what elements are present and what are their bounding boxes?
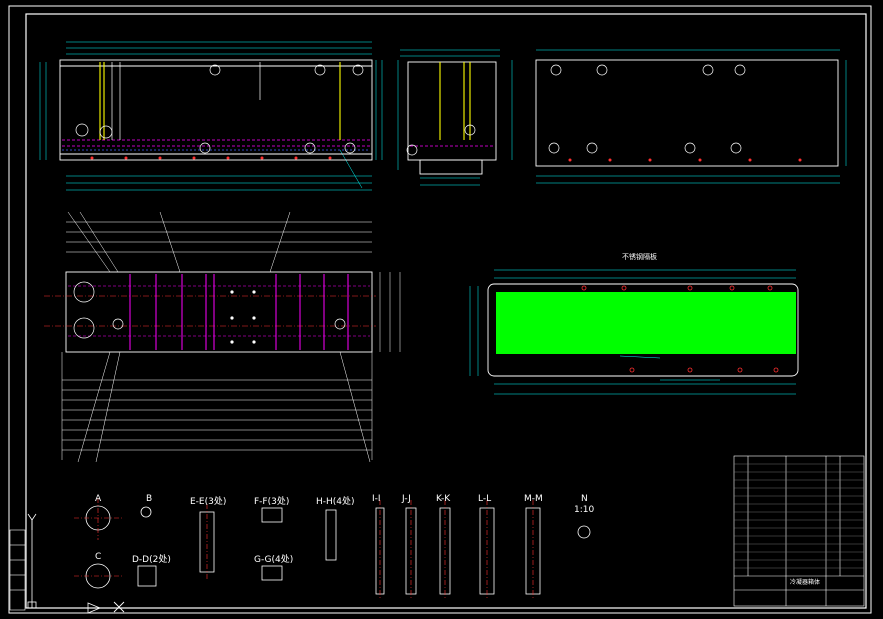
section-label-k: K-K <box>436 494 451 504</box>
drawing-frame <box>8 5 872 614</box>
section-label-n-scale: 1:10 <box>574 505 595 515</box>
rear-view <box>535 49 847 184</box>
binding-strip <box>9 529 26 611</box>
ucs-arrow-icon <box>36 602 102 614</box>
section-label-e: E-E(3处) <box>190 497 227 507</box>
section-label-l: L-L <box>478 494 492 504</box>
section-label-b: B <box>146 494 153 504</box>
ucs-cross-icon <box>113 601 125 613</box>
green-plate <box>496 292 796 354</box>
side-view <box>397 49 513 186</box>
section-label-c: C <box>95 552 102 562</box>
section-label-n: N <box>581 494 588 504</box>
ucs-axis-icon <box>27 513 37 609</box>
front-view <box>39 41 383 191</box>
title-block <box>733 455 865 607</box>
hidden-plate-view <box>469 269 799 395</box>
title-block-name: 冷凝器箱体 <box>790 579 821 586</box>
hidden-plate-title: 不锈钢隔板 <box>622 253 657 261</box>
section-label-i: I-I <box>372 494 381 504</box>
section-label-f: F-F(3处) <box>254 497 290 507</box>
plan-view <box>44 211 401 463</box>
section-label-h: H-H(4处) <box>316 497 355 507</box>
parts-list-rows <box>734 463 864 569</box>
section-details <box>74 498 591 600</box>
section-label-d: D-D(2处) <box>132 555 171 565</box>
section-label-a: A <box>95 494 102 504</box>
section-label-g: G-G(4处) <box>254 555 294 565</box>
section-label-j: J-J <box>402 494 411 504</box>
section-label-m: M-M <box>524 494 543 504</box>
